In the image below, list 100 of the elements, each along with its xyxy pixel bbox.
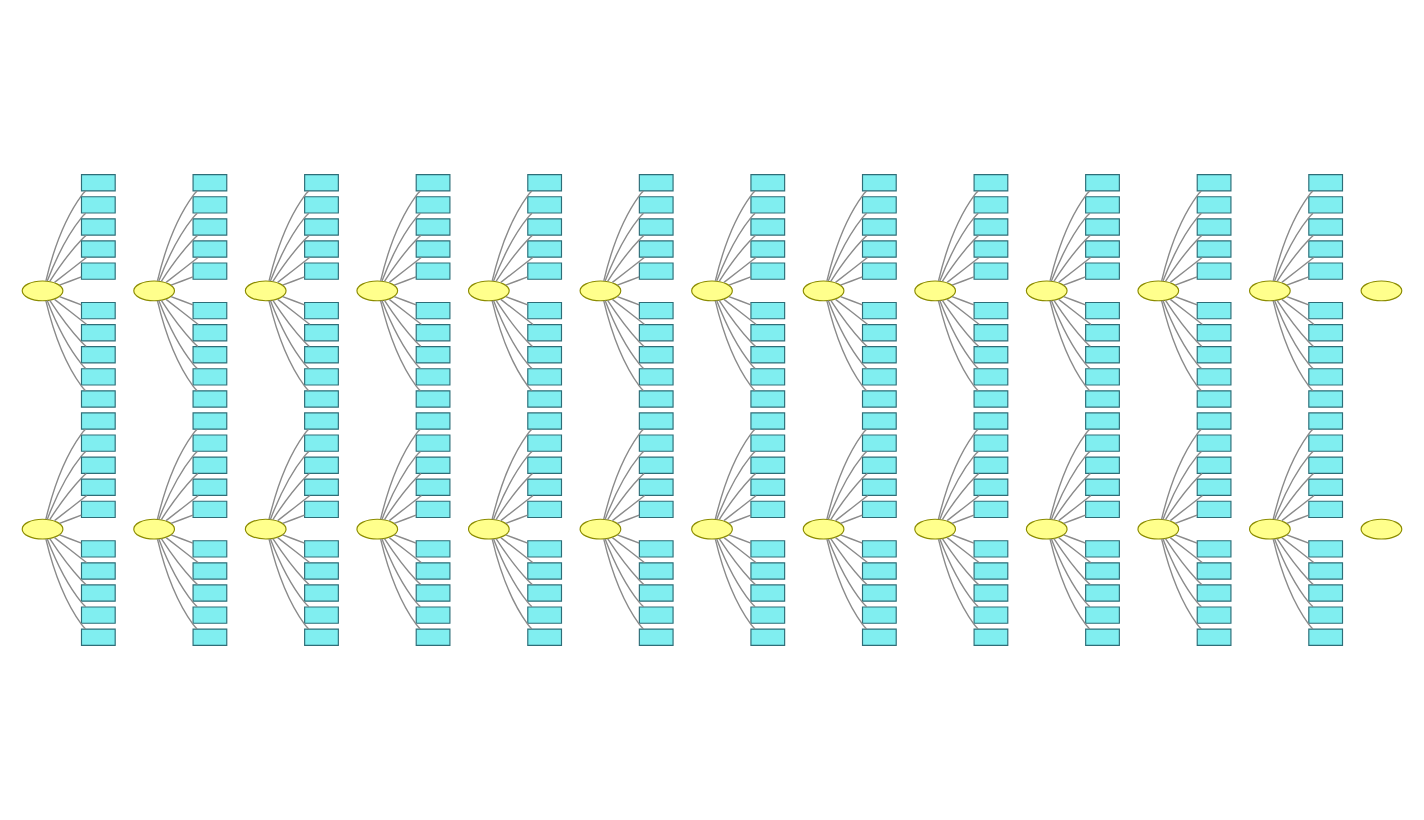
connector [611,494,646,522]
node-box [527,456,563,474]
node-box [192,324,228,342]
connector [268,538,310,630]
node-box [861,606,897,624]
connector [1164,472,1203,521]
connector [379,300,421,392]
node-box [527,346,563,364]
node-box [1196,390,1232,408]
connector [827,450,868,521]
node-box [1308,346,1344,364]
connector [1053,299,1092,348]
node-box [973,628,1009,646]
node-box [192,218,228,236]
connector [1049,300,1091,392]
node-box [415,324,451,342]
node-ellipse [1137,518,1180,540]
node-box [415,500,451,519]
connector [388,298,423,326]
node-box [192,412,228,430]
node-box [973,346,1009,364]
node-box [304,606,339,624]
connector [158,450,198,521]
connector [1050,450,1091,521]
node-box [415,456,451,474]
node-box [1085,174,1120,192]
connector [604,450,645,521]
node-box [638,434,674,452]
node-box [973,412,1009,430]
node-ellipse [579,518,622,540]
node-box [638,500,674,519]
node-box [527,434,563,452]
connector [393,514,417,524]
connector [45,428,87,520]
connector [269,450,310,521]
node-box [304,456,339,474]
connector [1050,212,1091,282]
connector [714,538,756,630]
connector [941,472,980,521]
node-box [1196,262,1232,280]
node-box [304,478,339,496]
node-box [415,240,451,258]
connector [156,428,198,520]
node-box [1196,434,1232,452]
node-box [638,262,674,280]
connector [716,299,756,370]
node-box [638,478,674,496]
connector [165,256,199,284]
node-box [80,240,116,258]
connector [500,256,534,284]
node-box [192,240,228,258]
node-box [192,262,228,280]
node-box [1308,562,1344,580]
node-box [1308,196,1344,214]
node-box [1196,628,1232,646]
node-box [1085,628,1120,646]
connector [1053,472,1092,521]
connector [388,536,423,564]
node-box [80,478,116,496]
node-box [192,390,228,408]
connector [505,514,529,524]
connector [495,472,534,521]
node-box [527,412,563,430]
node-box [415,478,451,496]
connector [603,538,645,630]
node-box [1308,584,1344,602]
connector [156,300,198,392]
connector [53,536,88,564]
node-box [415,584,451,602]
node-box [750,346,786,364]
connector [58,276,83,286]
connector [160,472,199,521]
node-box [638,368,674,386]
node-box [861,262,897,280]
connector [393,296,417,306]
connector [381,538,422,608]
node-box [638,606,674,624]
node-box [1196,174,1232,192]
connector [1273,212,1314,282]
node-box [527,301,563,320]
node-ellipse [914,280,957,302]
connector [393,276,417,286]
node-box [1308,412,1344,430]
node-box [527,240,563,258]
node-box [80,174,116,192]
connector [1160,538,1202,630]
connector [839,296,864,306]
connector [58,296,83,306]
node-box [750,606,786,624]
node-box [638,196,674,214]
node-box [1196,368,1232,386]
connector [46,212,87,282]
node-box [192,196,228,214]
connector [1160,428,1202,520]
connector [160,234,199,282]
node-box [1196,218,1232,236]
node-box [415,301,451,320]
connector [951,534,975,544]
node-box [750,368,786,386]
connector [379,538,421,630]
